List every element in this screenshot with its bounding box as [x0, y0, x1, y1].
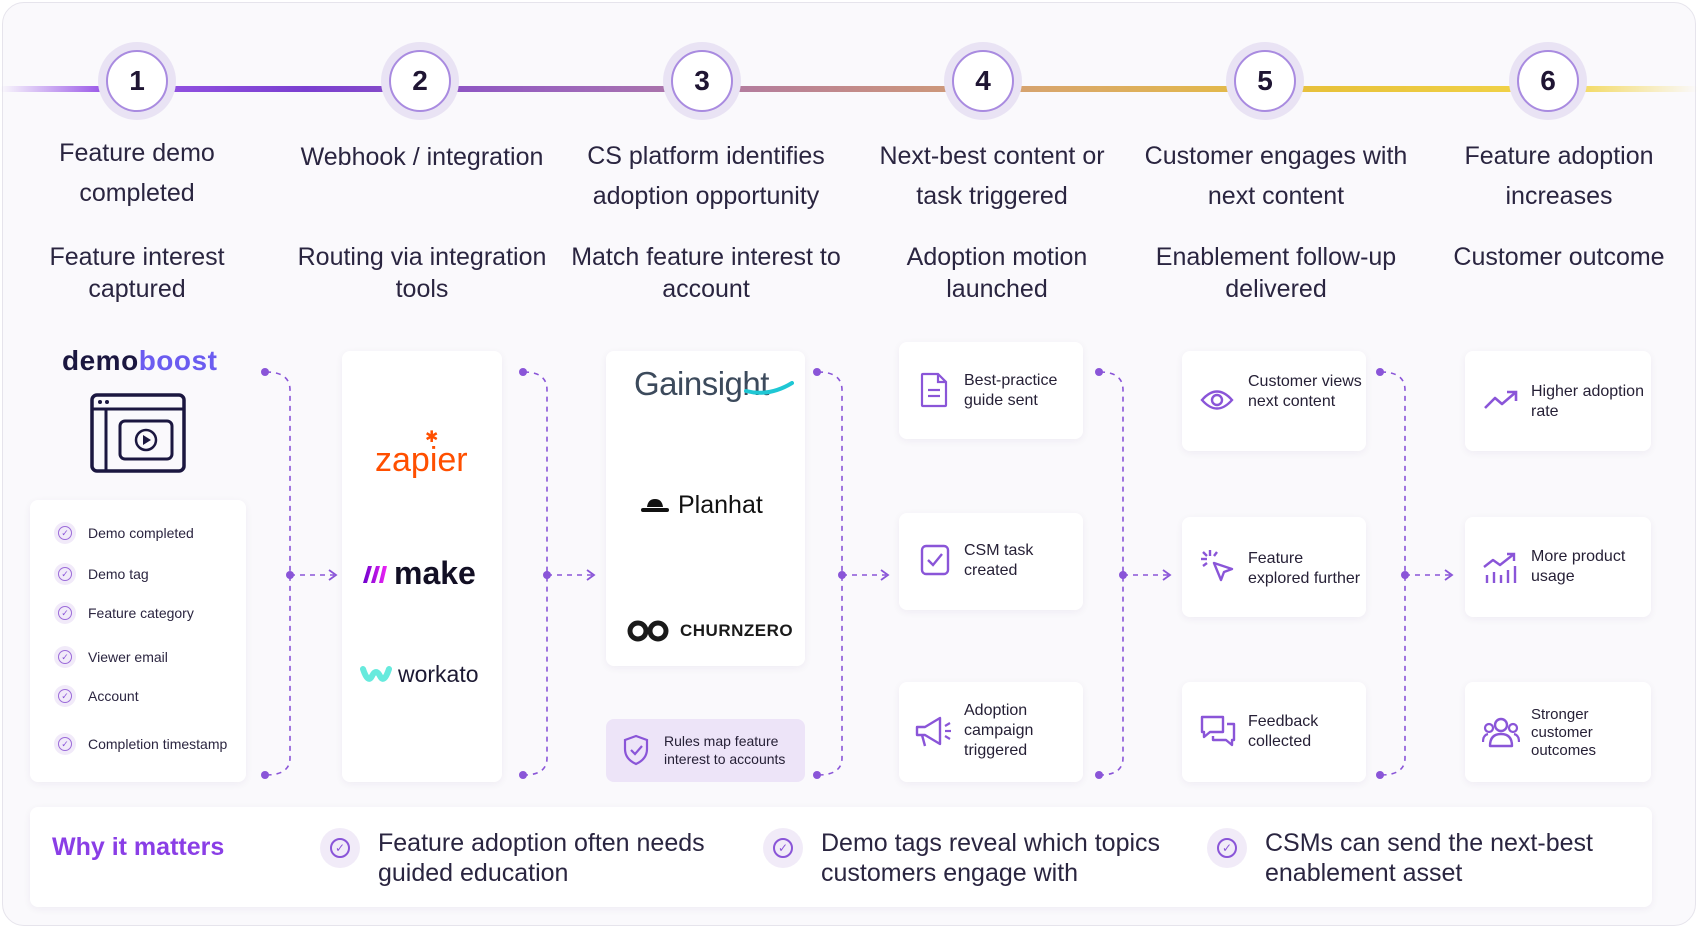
step-3-number: 3: [663, 42, 741, 120]
eye-icon: [1200, 390, 1234, 410]
field-account: ✓Account: [54, 685, 139, 707]
field-feature-category: ✓Feature category: [54, 602, 194, 624]
best-practice-guide-card: Best-practice guide sent: [899, 342, 1083, 439]
document-icon: [920, 372, 948, 408]
field-demo-completed: ✓Demo completed: [54, 522, 194, 544]
adoption-campaign-card: Adoption campaign triggered: [899, 682, 1083, 782]
trend-up-icon: [1484, 390, 1518, 409]
step-2-subtitle: Routing via integration tools: [297, 243, 547, 303]
step-2-title: Webhook / integration: [300, 143, 544, 171]
why-point-2: ✓ Demo tags reveal which topics customer…: [763, 828, 1183, 888]
rules-note-card: Rules map feature interest to accounts: [606, 719, 805, 782]
field-demo-tag: ✓Demo tag: [54, 563, 149, 585]
connector-bracket-4: [1099, 371, 1124, 776]
check-icon: ✓: [54, 602, 76, 624]
gainsight-logo: Gainsight: [634, 365, 794, 403]
demoboost-logo: demoboost: [62, 345, 218, 376]
step-6-title: Feature adoption increases: [1464, 142, 1654, 210]
feedback-collected-card: Feedback collected: [1182, 682, 1366, 782]
demo-fields-card: ✓Demo completed ✓Demo tag ✓Feature categ…: [30, 500, 246, 782]
check-icon: ✓: [54, 646, 76, 668]
more-usage-card: More product usage: [1465, 517, 1651, 617]
connector-bracket-5: [1380, 371, 1406, 776]
shield-check-icon: [623, 734, 649, 766]
step-4-title: Next-best content or task triggered: [879, 142, 1105, 210]
why-point-1: ✓ Feature adoption often needs guided ed…: [320, 828, 740, 888]
views-content-card: Customer views next content: [1182, 351, 1366, 451]
higher-adoption-card: Higher adoption rate: [1465, 351, 1651, 451]
integration-tools-card: ✱ zapier make workato: [342, 351, 502, 782]
field-completion-timestamp: ✓Completion timestamp: [54, 733, 227, 755]
check-icon: ✓: [54, 522, 76, 544]
csm-task-card: CSM task created: [899, 513, 1083, 610]
gainsight-swoosh-icon: [744, 381, 794, 395]
step-3-title: CS platform identifies adoption opportun…: [587, 142, 825, 210]
connector-bracket-1: [265, 371, 291, 776]
cursor-click-icon: [1201, 550, 1234, 582]
churnzero-logo: CHURNZERO: [626, 619, 793, 643]
why-it-matters-label: Why it matters: [52, 833, 225, 861]
asterisk-icon: ✱: [425, 429, 439, 446]
connector-bracket-2: [523, 371, 548, 776]
feature-explored-card: Feature explored further: [1182, 517, 1366, 617]
step-4-number: 4: [944, 42, 1022, 120]
step-1-title: Feature demo completed: [59, 139, 215, 207]
stronger-outcomes-card: Stronger customer outcomes: [1465, 682, 1651, 782]
check-badge-icon: ✓: [763, 828, 803, 868]
step-6-number: 6: [1509, 42, 1587, 120]
planhat-logo: Planhat: [640, 491, 763, 520]
megaphone-icon: [915, 716, 951, 747]
check-icon: ✓: [54, 685, 76, 707]
bar-trend-icon: [1483, 552, 1517, 583]
churnzero-mark-icon: [627, 620, 669, 642]
chat-icon: [1200, 715, 1236, 747]
step-5-title: Customer engages with next content: [1144, 142, 1408, 210]
check-icon: ✓: [54, 733, 76, 755]
task-check-icon: [920, 544, 950, 576]
planhat-hat-icon: [641, 498, 669, 512]
timeline-line: [0, 86, 1698, 92]
step-6-subtitle: Customer outcome: [1453, 243, 1665, 271]
workato-logo: workato: [360, 661, 479, 688]
cs-platforms-card: Gainsight Planhat CHURNZERO: [606, 351, 805, 666]
step-5-number: 5: [1226, 42, 1304, 120]
zapier-logo: ✱ zapier: [375, 429, 468, 479]
check-badge-icon: ✓: [1207, 828, 1247, 868]
step-4-subtitle: Adoption motion launched: [906, 243, 1088, 303]
field-viewer-email: ✓Viewer email: [54, 646, 168, 668]
why-point-3: ✓ CSMs can send the next-best enablement…: [1207, 828, 1627, 888]
make-logo: make: [362, 555, 476, 592]
check-badge-icon: ✓: [320, 828, 360, 868]
make-mark-icon: [363, 565, 387, 583]
step-1-number: 1: [98, 42, 176, 120]
step-1-subtitle: Feature interest captured: [49, 243, 225, 303]
users-icon: [1482, 717, 1520, 748]
step-2-number: 2: [381, 42, 459, 120]
check-icon: ✓: [54, 563, 76, 585]
connector-bracket-3: [817, 371, 843, 776]
step-5-subtitle: Enablement follow-up delivered: [1155, 243, 1397, 303]
video-player-icon: [90, 393, 186, 473]
why-it-matters-panel: [30, 807, 1652, 907]
step-3-subtitle: Match feature interest to account: [571, 243, 841, 303]
workato-mark-icon: [360, 665, 392, 682]
